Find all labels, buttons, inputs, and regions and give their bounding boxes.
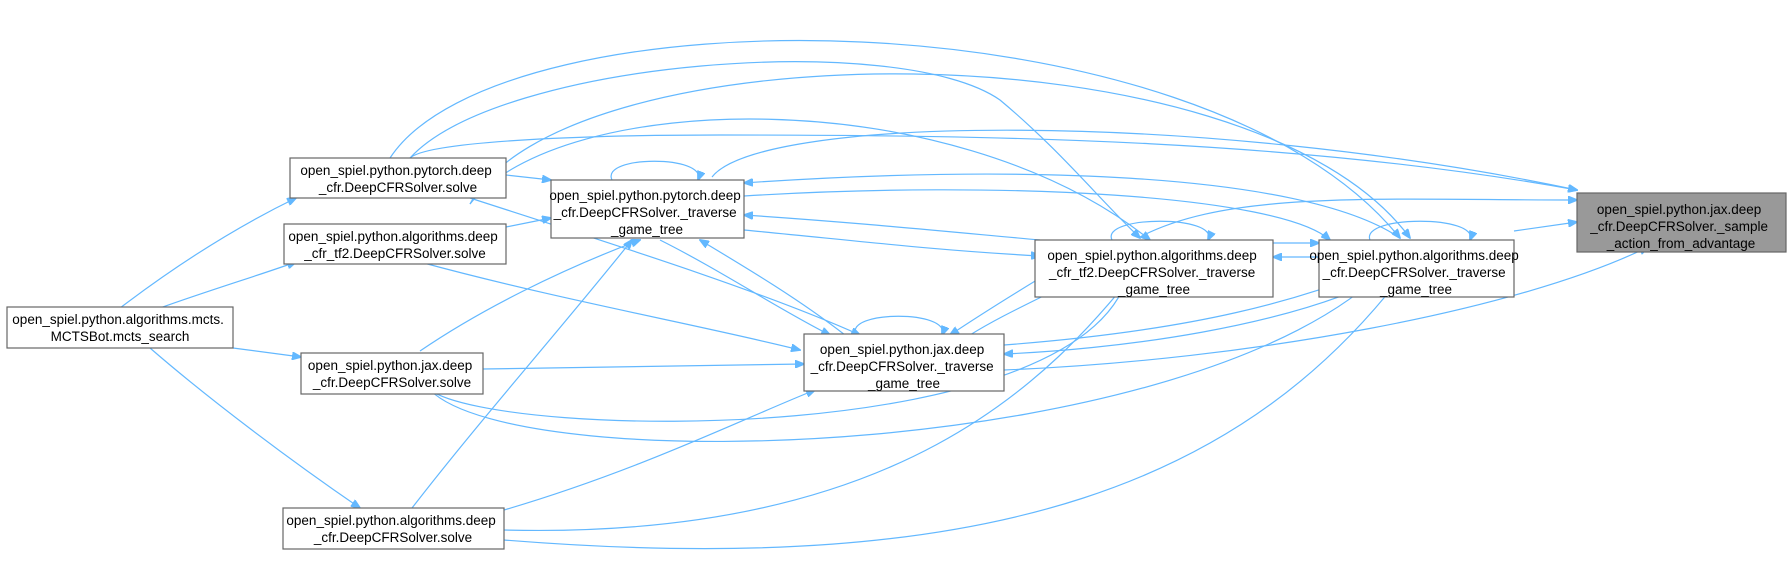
- svg-text:open_spiel.python.pytorch.deep: open_spiel.python.pytorch.deep _cfr.Deep…: [549, 188, 744, 237]
- node-jax_traverse[interactable]: open_spiel.python.jax.deep _cfr.DeepCFRS…: [803, 333, 1005, 392]
- edge-pt_solve-tf2_traverse: [409, 61, 1140, 238]
- edge-alg_traverse-pt_traverse: [744, 173, 1401, 239]
- edge-mcts-alg_solve: [149, 347, 360, 508]
- edge-tf2_traverse-pt_traverse: [744, 215, 1041, 241]
- edge-alg_solve-alg_traverse: [503, 265, 1410, 550]
- svg-text:open_spiel.python.jax.deep: open_spiel.python.jax.deep _cfr.DeepCFRS…: [1589, 202, 1772, 251]
- edge-tf2_solve-pt_traverse: [505, 218, 551, 228]
- svg-text:open_spiel.python.algorithms.d: open_spiel.python.algorithms.deep _cfr.D…: [286, 513, 499, 545]
- edge-alg_solve-jax_traverse: [503, 390, 815, 511]
- node-tf2_solve[interactable]: open_spiel.python.algorithms.deep _cfr_t…: [283, 223, 507, 265]
- node-mcts[interactable]: open_spiel.python.algorithms.mcts. MCTSB…: [6, 306, 234, 349]
- edge-alg_traverse-target: [1513, 222, 1577, 232]
- edge-alg_solve-tf2_traverse: [503, 266, 1140, 532]
- edge-alg_traverse-self: [1369, 220, 1470, 240]
- svg-text:open_spiel.python.pytorch.deep: open_spiel.python.pytorch.deep _cfr.Deep…: [300, 163, 495, 195]
- edge-pt_traverse-alg_traverse: [743, 189, 1330, 240]
- edge-mcts-jax_solve: [232, 347, 301, 357]
- svg-text:open_spiel.python.algorithms.d: open_spiel.python.algorithms.deep _cfr.D…: [1309, 248, 1522, 297]
- node-alg_solve[interactable]: open_spiel.python.algorithms.deep _cfr.D…: [282, 507, 505, 550]
- node-tf2_traverse[interactable]: open_spiel.python.algorithms.deep _cfr_t…: [1034, 239, 1274, 298]
- svg-text:open_spiel.python.algorithms.m: open_spiel.python.algorithms.mcts. MCTSB…: [12, 312, 227, 344]
- edge-mcts-pt_solve: [119, 198, 296, 309]
- edge-pt_traverse-self: [610, 160, 699, 180]
- edge-pt_traverse-target: [711, 129, 1577, 190]
- node-target[interactable]: open_spiel.python.jax.deep _cfr.DeepCFRS…: [1576, 192, 1787, 253]
- edge-jax_traverse-self: [854, 315, 943, 335]
- svg-text:open_spiel.python.jax.deep: open_spiel.python.jax.deep _cfr.DeepCFRS…: [810, 342, 998, 391]
- edge-pt_solve-pt_traverse: [505, 174, 551, 180]
- call-nodes: open_spiel.python.jax.deep _cfr.DeepCFRS…: [6, 157, 1787, 550]
- edge-tf2_traverse-self: [1110, 220, 1209, 240]
- edge-jax_solve-alg_traverse: [429, 265, 1390, 443]
- edge-tf2_solve-jax_traverse: [419, 261, 800, 350]
- edge-jax_solve-tf2_traverse: [429, 266, 1130, 422]
- edge-jax_traverse-pt_traverse: [700, 240, 846, 336]
- node-alg_traverse[interactable]: open_spiel.python.algorithms.deep _cfr.D…: [1309, 239, 1522, 298]
- edge-jax_solve-pt_traverse: [419, 240, 640, 352]
- edge-alg_solve-pt_traverse: [411, 240, 632, 509]
- edge-pt_traverse-jax_traverse: [659, 239, 830, 335]
- edge-tf2_solve-tf2_traverse: [469, 118, 1150, 240]
- svg-text:open_spiel.python.jax.deep: open_spiel.python.jax.deep _cfr.DeepCFRS…: [308, 358, 476, 390]
- edge-pt_solve-target: [409, 134, 1577, 190]
- node-pt_traverse[interactable]: open_spiel.python.pytorch.deep _cfr.Deep…: [549, 179, 745, 239]
- edge-tf2_traverse-target: [1139, 199, 1577, 238]
- edge-jax_traverse-target: [1003, 247, 1648, 371]
- node-jax_solve[interactable]: open_spiel.python.jax.deep _cfr.DeepCFRS…: [300, 352, 484, 395]
- svg-text:open_spiel.python.algorithms.d: open_spiel.python.algorithms.deep _cfr_t…: [288, 229, 501, 261]
- edge-jax_solve-jax_traverse: [482, 364, 804, 370]
- svg-text:open_spiel.python.algorithms.d: open_spiel.python.algorithms.deep _cfr_t…: [1047, 248, 1260, 297]
- edge-tf2_solve-alg_traverse: [469, 73, 1410, 238]
- call-edges: [119, 39, 1648, 550]
- edge-mcts-tf2_solve: [159, 262, 296, 309]
- edge-pt_traverse-tf2_traverse: [743, 229, 1040, 256]
- node-pt_solve[interactable]: open_spiel.python.pytorch.deep _cfr.Deep…: [289, 157, 507, 199]
- edge-pt_solve-jax_traverse: [469, 197, 860, 335]
